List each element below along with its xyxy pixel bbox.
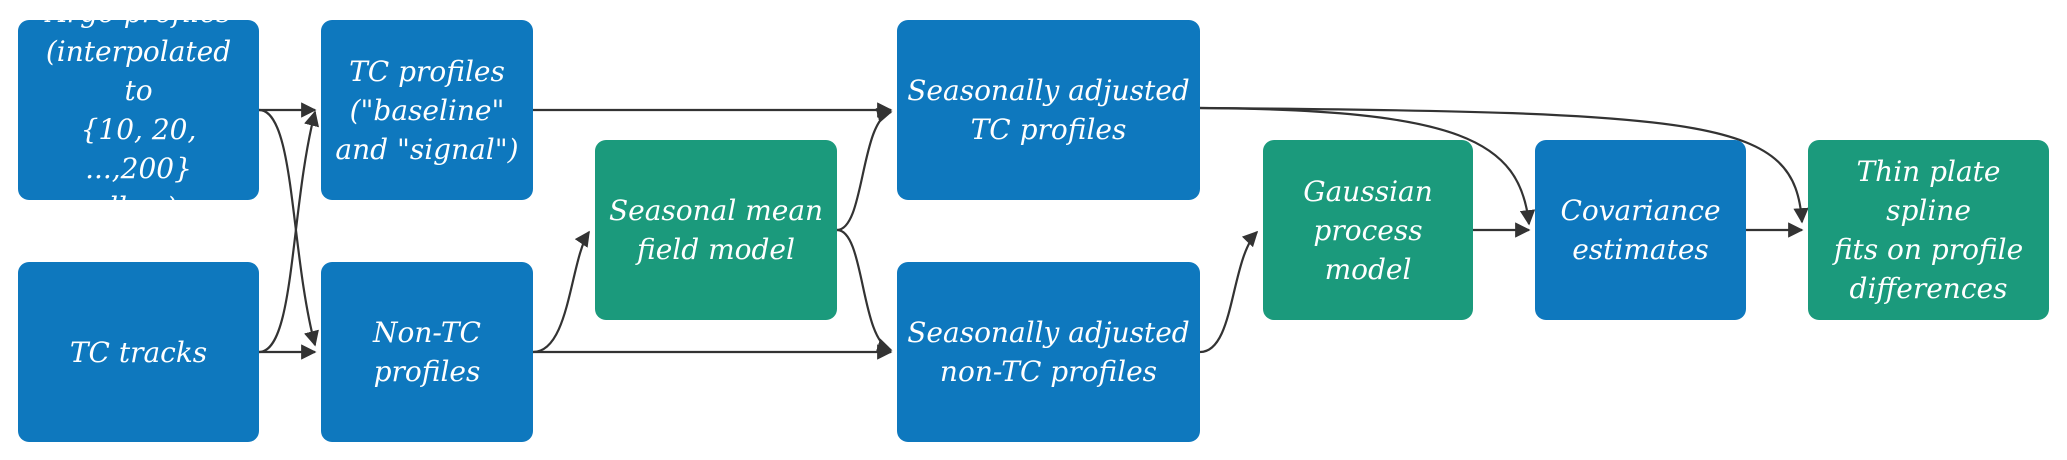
node-thin-plate-spline-fits: Thin plate spline fits on profile differ… bbox=[1808, 140, 2049, 320]
node-non-tc-profiles: Non-TC profiles bbox=[321, 262, 533, 442]
node-tc-tracks: TC tracks bbox=[18, 262, 259, 442]
node-seasonally-adjusted-non-tc-profiles: Seasonally adjusted non-TC profiles bbox=[897, 262, 1200, 442]
node-covariance-estimates: Covariance estimates bbox=[1535, 140, 1746, 320]
edge-seasonal-model-to-adj-non-tc bbox=[836, 228, 893, 354]
node-seasonal-mean-field-model: Seasonal mean field model bbox=[595, 140, 837, 320]
edge-adj-tc-to-cov bbox=[1199, 106, 1536, 226]
node-tc-profiles: TC profiles ("baseline" and "signal") bbox=[321, 20, 533, 200]
edge-adj-non-tc-to-gp-model bbox=[1199, 230, 1259, 354]
edge-tc-tracks-to-tc-profiles bbox=[258, 110, 320, 354]
node-gaussian-process-model: Gaussian process model bbox=[1263, 140, 1473, 320]
node-seasonally-adjusted-tc-profiles: Seasonally adjusted TC profiles bbox=[897, 20, 1200, 200]
edge-argo-to-non-tc-profiles bbox=[258, 108, 319, 347]
edge-non-tc-profiles-to-seasonal-model bbox=[532, 230, 590, 354]
edge-adj-tc-to-tps bbox=[1199, 106, 1809, 224]
edge-seasonal-model-to-adj-tc bbox=[836, 108, 893, 232]
node-argo-profiles: Argo profiles (interpolated to {10, 20, … bbox=[18, 0, 259, 224]
